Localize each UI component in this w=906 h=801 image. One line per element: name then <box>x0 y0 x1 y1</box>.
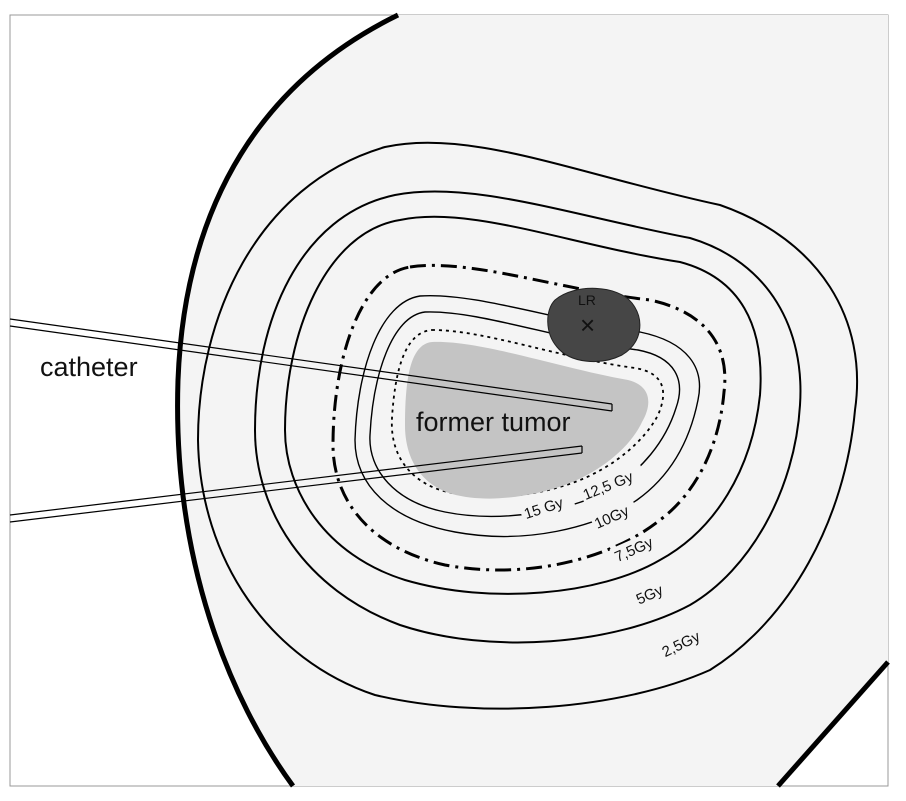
catheter-label: catheter <box>40 352 138 382</box>
former-tumor-label: former tumor <box>416 407 571 437</box>
body-contour <box>175 12 400 788</box>
former-tumor-region <box>405 341 649 499</box>
body-contour-right <box>776 660 890 788</box>
isodose-2-5gy <box>196 141 859 710</box>
catheter-upper <box>9 318 613 412</box>
isodose-7-5gy <box>283 215 762 595</box>
isodose-5gy <box>253 190 802 644</box>
catheter-lower <box>9 445 583 523</box>
lr-cross-marker: × <box>580 310 595 340</box>
isodose-10gy <box>331 263 727 572</box>
lr-label: LR <box>578 292 596 308</box>
lr-region <box>547 287 641 362</box>
